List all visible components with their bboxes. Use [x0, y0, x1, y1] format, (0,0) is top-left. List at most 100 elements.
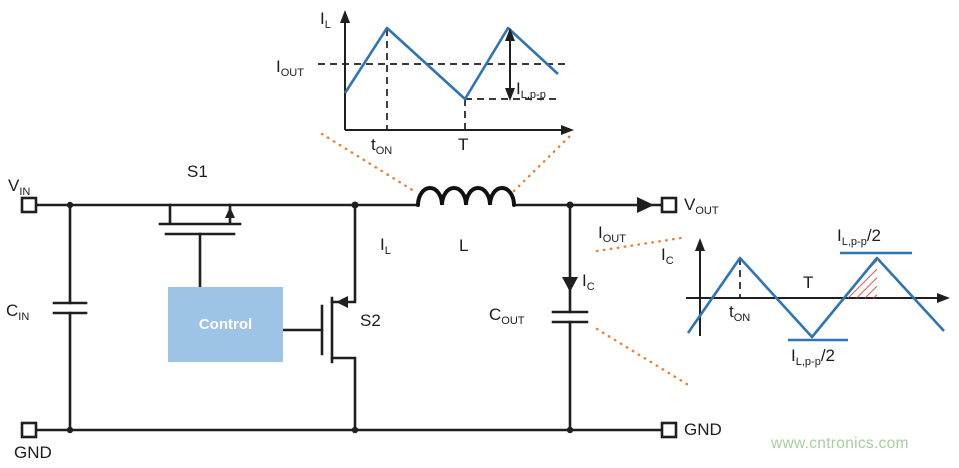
iout-label-sub: OUT [602, 233, 626, 245]
il-label-sub: L [384, 245, 391, 257]
ripple-bottom-label-suffix: /2 [820, 346, 835, 365]
il-axes [344, 16, 570, 131]
ripple-label-sub: L,p-p [520, 89, 546, 101]
cout-capacitor [551, 310, 589, 324]
ripple-top-label: IL,p-p/2 [837, 227, 881, 248]
ic-axis-label: IC [661, 246, 674, 267]
cin-capacitor [52, 301, 88, 315]
circuit-wires [34, 203, 664, 432]
s1-transistor-body [158, 203, 242, 236]
ton-label-2-main: t [729, 302, 734, 321]
s2-label: S2 [360, 311, 381, 330]
ripple-bottom-label-main: I [791, 346, 796, 365]
iout-average-label-main: I [276, 57, 281, 76]
inductor-label: L [459, 236, 469, 255]
vin-label-main: V [8, 176, 20, 195]
il-label-main: I [380, 235, 385, 254]
callout-cout-top [595, 236, 683, 253]
cout-label: COUT [489, 306, 525, 327]
ripple-top-label-main: I [837, 226, 842, 245]
ripple-top-label-suffix: /2 [866, 226, 881, 245]
s1-arrow-icon [225, 207, 235, 218]
junction-dots [66, 201, 574, 434]
s2-transistor [320, 296, 348, 364]
iout-label-main: I [598, 223, 603, 242]
ton-label-2: tON [729, 303, 750, 324]
il-axis-label-sub: L [324, 19, 331, 31]
iout-average-label: IOUT [276, 58, 304, 79]
il-yaxis-arrow-icon [340, 10, 350, 23]
junction-dot [66, 201, 74, 209]
gnd-right-terminal [660, 421, 678, 439]
s1-transistor [158, 203, 242, 236]
s1-label: S1 [187, 162, 208, 181]
control-label: Control [198, 316, 253, 333]
control-block [168, 287, 283, 362]
vout-label-main: V [684, 195, 696, 214]
ic-axes [686, 242, 946, 336]
vout-label-sub: OUT [695, 205, 719, 217]
s2-branch-wire [330, 203, 357, 432]
cin-label: CIN [6, 302, 29, 323]
ton-label-2-sub: ON [733, 312, 751, 324]
il-axis-label: IL [320, 10, 331, 31]
ic-label: IC [582, 272, 595, 293]
s2-arrow-icon [336, 296, 348, 308]
cout-label-sub: OUT [501, 315, 525, 327]
inductor-coil [416, 186, 516, 207]
junction-dot [351, 201, 359, 209]
ic-waveform [686, 256, 945, 339]
inductor-current-plot [318, 10, 574, 135]
ripple-label: IL,p-p [516, 80, 546, 101]
capacitor-current-plot [686, 238, 950, 342]
vin-label-sub: IN [19, 186, 31, 198]
callout-lines [320, 132, 692, 388]
period-label-2: T [803, 273, 814, 292]
vin-terminal [20, 196, 38, 214]
ic-axis-label-main: I [661, 245, 666, 264]
ripple-top-label-sub: L,p-p [841, 236, 867, 248]
ton-label-sub: ON [375, 145, 393, 157]
cin-label-sub: IN [18, 311, 30, 323]
ic-axis-label-sub: C [665, 255, 674, 267]
ic-label-main: I [582, 271, 587, 290]
ic-label-sub: C [586, 281, 595, 293]
ic-yaxis-arrow-icon [695, 238, 705, 251]
terminals [20, 196, 678, 439]
iout-label: IOUT [598, 224, 626, 245]
ripple-label-main: I [516, 79, 521, 98]
ripple-arrow-bottom-icon [505, 88, 515, 101]
junction-dot [566, 426, 574, 434]
ripple-bottom-label-sub: L,p-p [795, 356, 821, 368]
ic-xaxis-arrow-icon [937, 293, 950, 303]
gnd-left-terminal [20, 421, 38, 439]
s2-transistor-body [320, 296, 334, 364]
il-xaxis-arrow-icon [561, 125, 574, 135]
il-label: IL [380, 236, 391, 257]
callout-inductor-right [512, 132, 574, 193]
junction-dot [566, 201, 574, 209]
vout-label: VOUT [684, 196, 719, 217]
period-label: T [458, 135, 469, 154]
iout-arrow-icon [637, 197, 654, 213]
il-axis-label-main: I [320, 9, 325, 28]
gnd-right-label: GND [684, 420, 722, 439]
ripple-bottom-label: IL,p-p/2 [791, 347, 835, 368]
ton-label-main: t [371, 135, 376, 154]
vin-label: VIN [8, 177, 30, 198]
watermark: www.cntronics.com [771, 435, 909, 452]
junction-dot [66, 426, 74, 434]
junction-dot [351, 426, 359, 434]
ic-arrow-icon [562, 277, 578, 292]
vout-terminal [660, 196, 678, 214]
iout-average-label-sub: OUT [280, 67, 304, 79]
callout-cout-bottom [595, 327, 692, 388]
callout-inductor-left [320, 132, 416, 193]
ripple-arrow-top-icon [505, 28, 515, 41]
gnd-left-label: GND [14, 443, 52, 462]
cout-label-main: C [489, 305, 502, 324]
cin-label-main: C [6, 301, 19, 320]
ton-label: tON [371, 136, 392, 157]
